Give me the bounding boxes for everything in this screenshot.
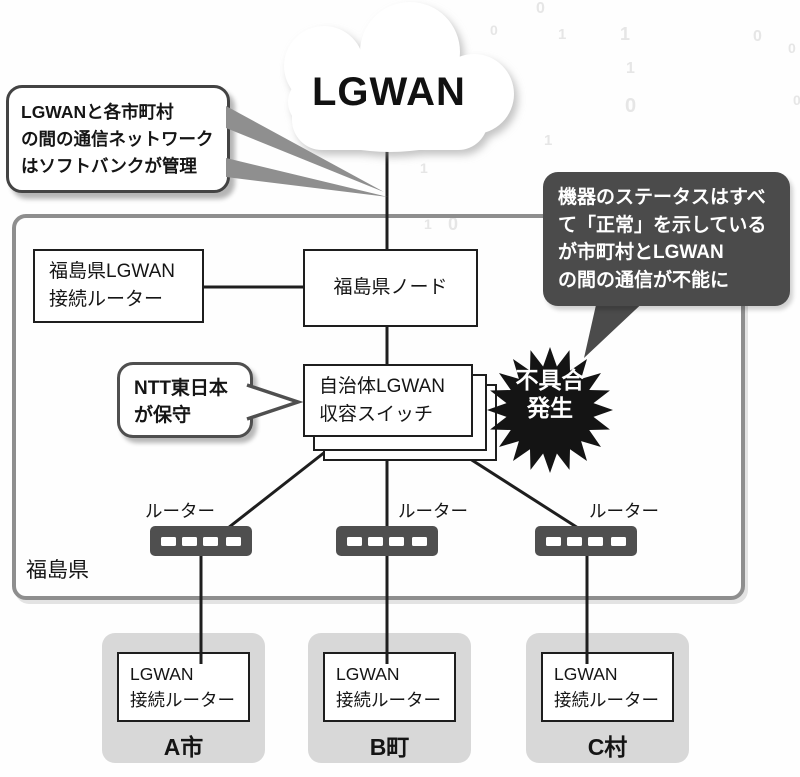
prefecture-frame <box>12 214 745 600</box>
municipality-card-b: LGWAN 接続ルーター B町 <box>308 633 471 763</box>
failure-burst-label: 不具合 発生 <box>488 366 612 422</box>
callout-line: の間の通信ネットワーク <box>21 129 214 149</box>
texture-digit: 0 <box>753 28 762 45</box>
device-line: 接続ルーター <box>130 690 235 710</box>
texture-digit: 0 <box>448 214 459 234</box>
router-label-a: ルーター <box>145 501 215 521</box>
box-line: 自治体LGWAN <box>319 375 445 397</box>
router-icon-b <box>336 526 438 556</box>
router-port <box>567 536 582 546</box>
ntt-callout: NTT東日本 が保守 <box>117 362 253 438</box>
lgwan-router-box-b: LGWAN 接続ルーター <box>323 652 456 722</box>
device-line: LGWAN <box>554 664 618 684</box>
device-line: LGWAN <box>336 664 400 684</box>
municipality-name-c: C村 <box>587 734 628 760</box>
municipality-name-a: A市 <box>163 734 204 760</box>
texture-digit: 1 <box>620 24 631 44</box>
callout-line: はソフトバンクが管理 <box>21 156 197 176</box>
callout-line: NTT東日本 <box>134 378 228 399</box>
callout-line: の間の通信が不能に <box>558 269 730 291</box>
lgwan-router-box-a: LGWAN 接続ルーター <box>117 652 250 722</box>
router-port <box>161 536 176 546</box>
texture-digit: 1 <box>420 160 428 176</box>
router-port <box>182 536 197 546</box>
box-line: 福島県LGWAN <box>49 261 175 282</box>
texture-digit: 1 <box>558 26 567 43</box>
callout-line: LGWANと各市町村 <box>21 102 174 122</box>
router-port <box>203 536 218 546</box>
burst-line: 不具合 <box>515 367 585 393</box>
router-port <box>412 536 427 546</box>
lgwan-switch-box: 自治体LGWAN 収容スイッチ <box>303 364 473 437</box>
router-port <box>588 536 603 546</box>
texture-digit: 1 <box>544 132 553 149</box>
lgwan-cloud-label: LGWAN <box>312 70 466 114</box>
municipality-card-a: LGWAN 接続ルーター A市 <box>102 633 265 763</box>
router-label-c: ルーター <box>589 501 659 521</box>
callout-line: て「正常」を示している <box>558 214 767 236</box>
texture-digit: 1 <box>626 60 635 77</box>
texture-digit: 0 <box>788 40 796 56</box>
router-port <box>368 536 383 546</box>
box-line: 接続ルーター <box>49 289 164 310</box>
device-line: 接続ルーター <box>336 690 441 710</box>
texture-digit: 0 <box>625 95 637 117</box>
pref-lgwan-router-box: 福島県LGWAN 接続ルーター <box>33 249 204 323</box>
router-port <box>546 536 561 546</box>
texture-digit: 0 <box>490 22 498 38</box>
lgwan-router-box-c: LGWAN 接続ルーター <box>541 652 674 722</box>
texture-digit: 0 <box>793 92 800 108</box>
router-port <box>226 536 241 546</box>
device-line: 接続ルーター <box>554 690 659 710</box>
municipality-card-c: LGWAN 接続ルーター C村 <box>526 633 689 763</box>
status-callout: 機器のステータスはすべ て「正常」を示している が市町村とLGWAN の間の通信… <box>543 172 790 306</box>
municipality-name-b: B町 <box>369 734 410 760</box>
device-line: LGWAN <box>130 664 194 684</box>
softbank-callout: LGWANと各市町村 の間の通信ネットワーク はソフトバンクが管理 <box>6 85 230 193</box>
burst-line: 発生 <box>527 395 573 421</box>
router-port <box>611 536 626 546</box>
router-icon-a <box>150 526 252 556</box>
callout-line: 機器のステータスはすべ <box>558 187 766 208</box>
texture-digit: 0 <box>536 0 545 17</box>
callout-line: が市町村とLGWAN <box>558 242 724 263</box>
router-port <box>389 536 404 546</box>
box-line: 福島県ノード <box>333 277 448 298</box>
router-port <box>347 536 362 546</box>
router-label-b: ルーター <box>398 501 468 521</box>
prefecture-label: 福島県 <box>26 559 89 582</box>
callout-line: が保守 <box>134 405 192 426</box>
texture-digit: 1 <box>424 216 432 232</box>
softbank-callout-tail-lower <box>226 158 388 197</box>
router-icon-c <box>535 526 637 556</box>
pref-node-box: 福島県ノード <box>303 249 478 327</box>
box-line: 収容スイッチ <box>319 403 434 425</box>
